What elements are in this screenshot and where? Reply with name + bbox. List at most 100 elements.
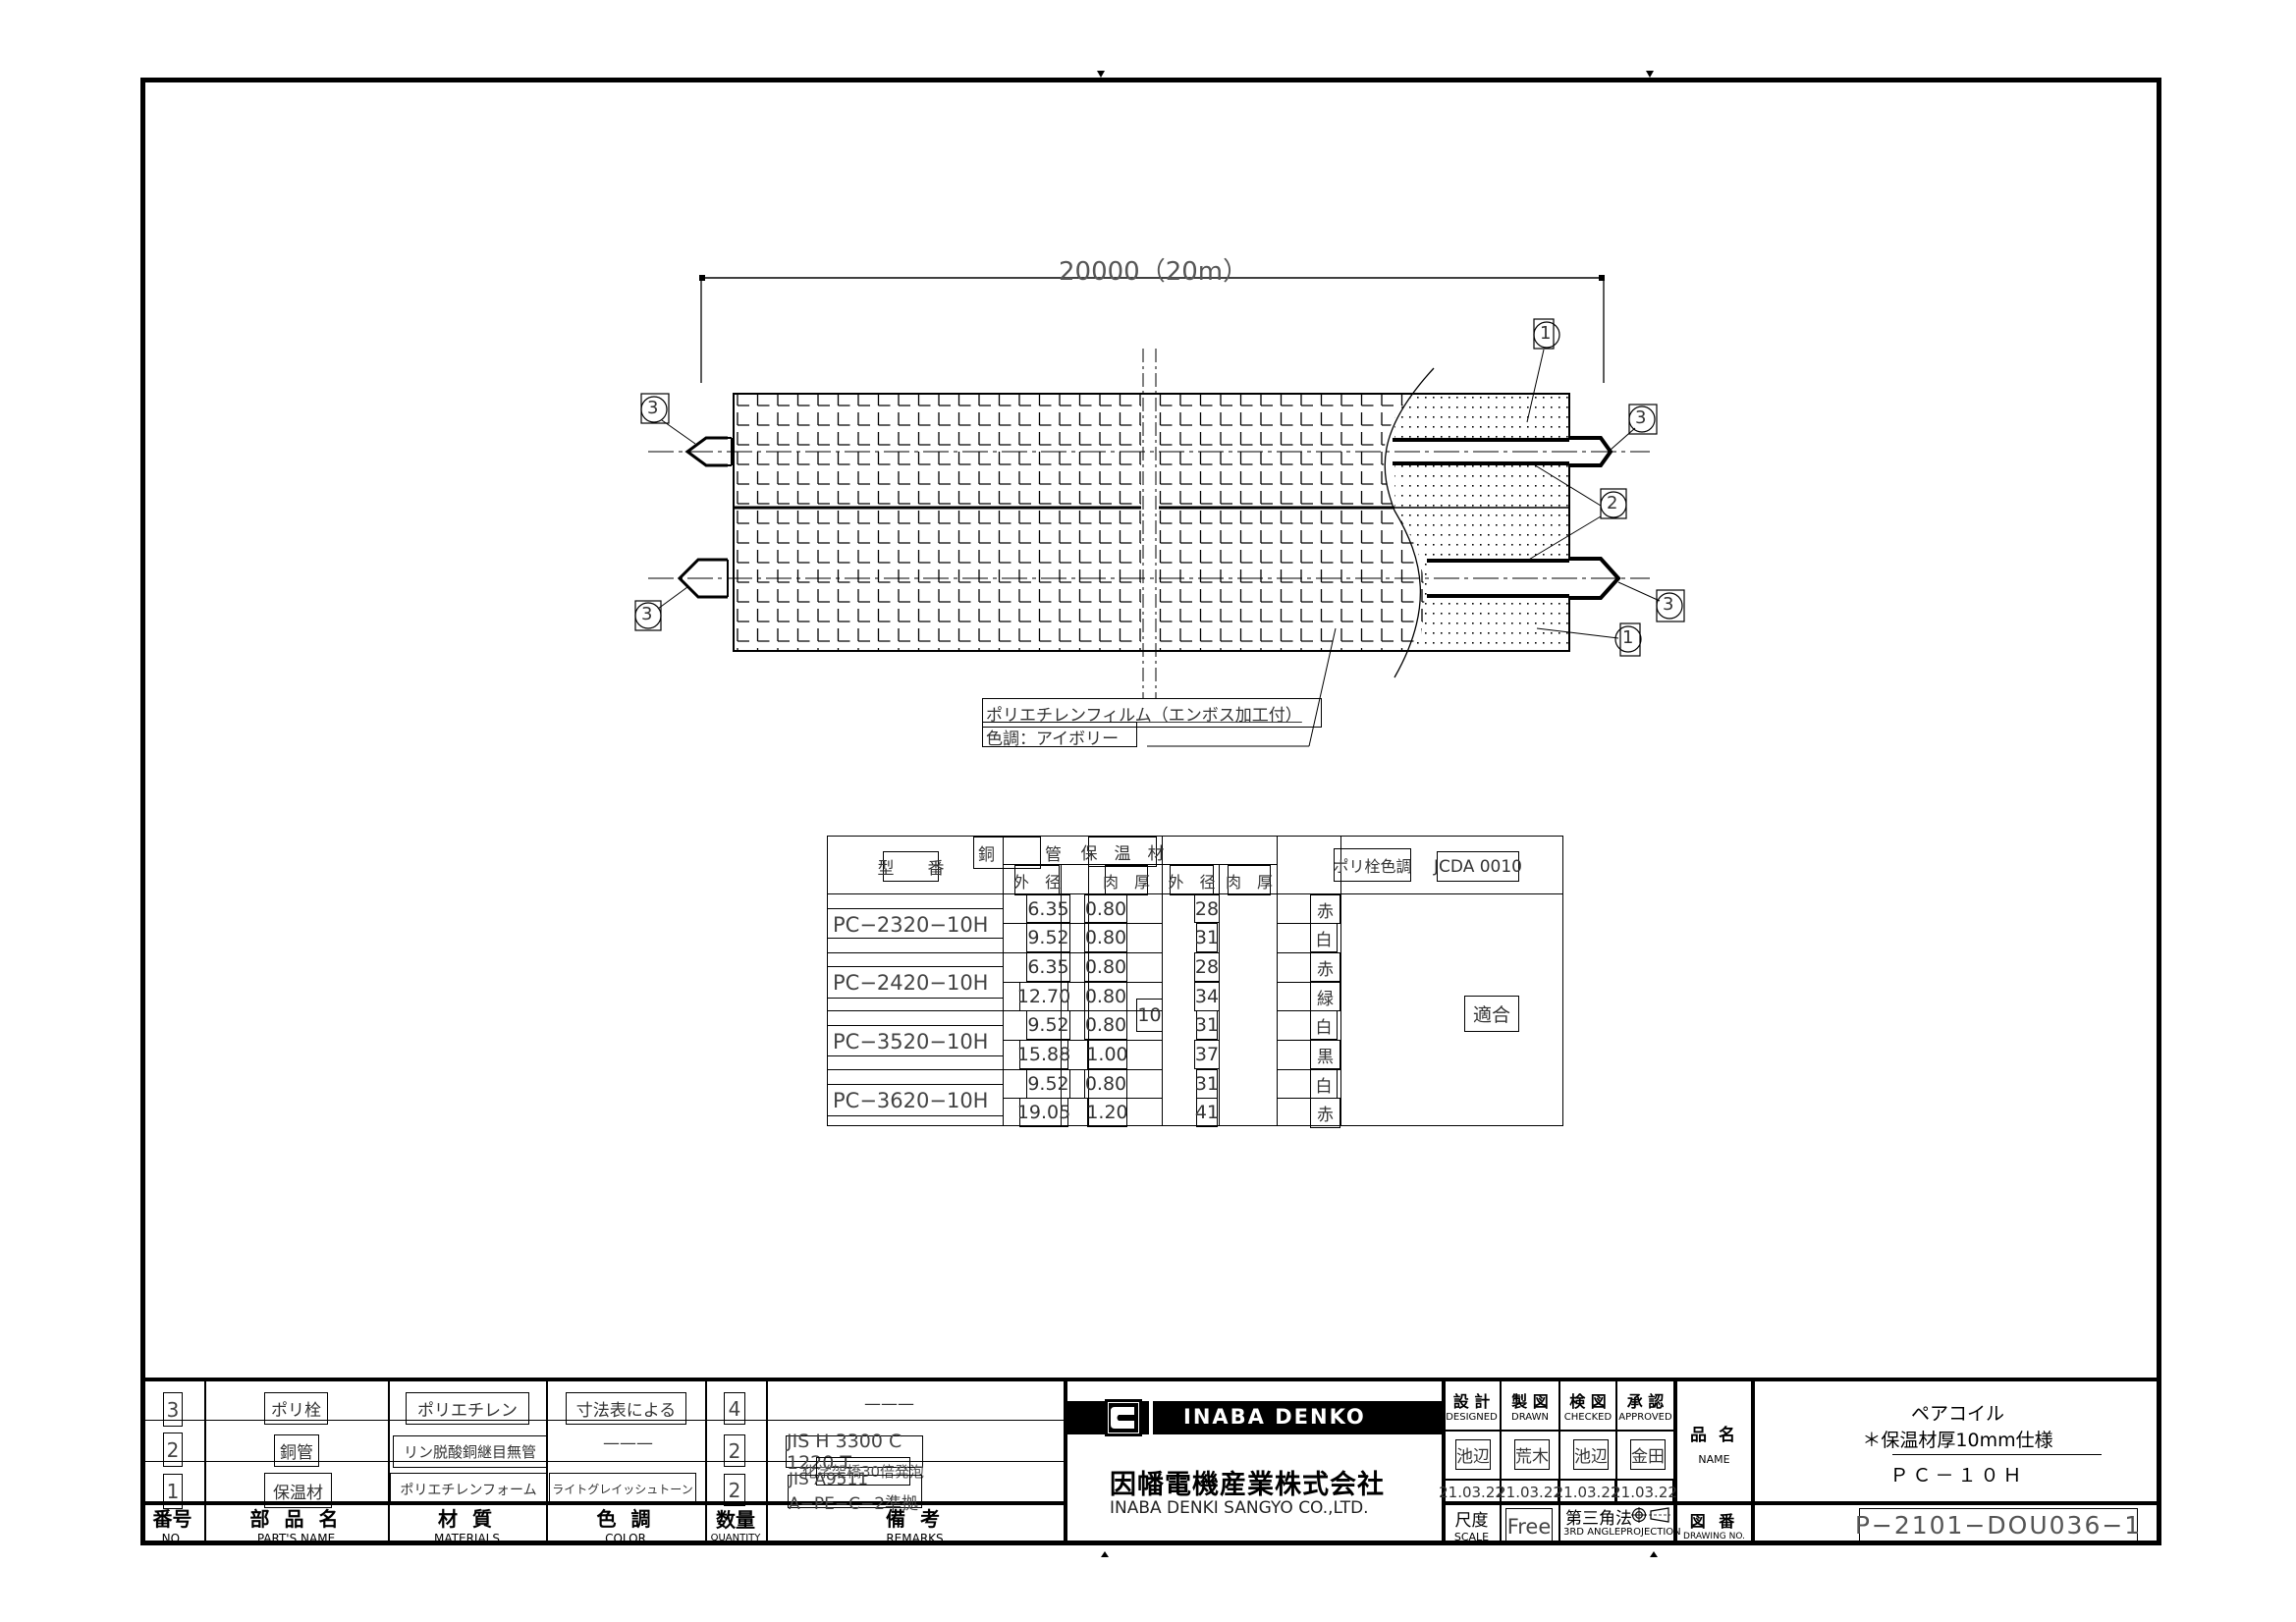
divider — [1277, 982, 1340, 983]
balloon-part-3: 3 — [641, 604, 653, 624]
label-designed-jp: 設 計 — [1452, 1391, 1491, 1411]
divider — [827, 1084, 1003, 1085]
divider — [1500, 1379, 1502, 1544]
product-name-line1: ペアコイル — [1910, 1403, 2004, 1425]
drawing-frame — [140, 78, 2161, 1545]
model-name: PC−3520−10H — [833, 1030, 989, 1054]
film-color-box — [982, 722, 1137, 747]
part-name: 銅管 — [274, 1434, 319, 1467]
divider — [1277, 923, 1340, 924]
divider — [1277, 952, 1340, 953]
insulation-thickness: 10 — [1136, 999, 1163, 1032]
label-drawing-no: 図 番 DRAWING NO. — [1677, 1505, 1751, 1544]
divider — [827, 1025, 1003, 1026]
plug-color: 白 — [1310, 923, 1338, 952]
part-color: 寸法表による — [566, 1392, 686, 1425]
part-no: 1 — [163, 1474, 183, 1509]
label-name: 品 名 NAME — [1677, 1414, 1751, 1473]
divider — [1277, 1040, 1340, 1041]
divider — [1277, 1010, 1340, 1011]
divider — [827, 1010, 1003, 1011]
header-pipe-thk: 肉 厚 — [1103, 865, 1150, 895]
plug-color: 緑 — [1310, 982, 1340, 1011]
header-color: 色 調 COLOR — [546, 1503, 705, 1545]
label-drawing-no-en: DRAWING NO. — [1683, 1532, 1745, 1541]
label-scale: 尺度 SCALE — [1444, 1505, 1500, 1544]
label-checked-jp: 検 図 — [1569, 1391, 1607, 1411]
divider — [827, 952, 1003, 953]
part-no: 3 — [163, 1392, 183, 1427]
divider — [766, 1379, 768, 1544]
label-checked: 検 図 CHECKED — [1560, 1381, 1615, 1429]
center-mark-bottom-left — [1101, 1551, 1109, 1557]
part-material: リン脱酸銅継目無管 — [393, 1435, 547, 1468]
header-part-name-jp: 部 品 名 — [249, 1506, 343, 1531]
pipe-od: 9.52 — [1026, 923, 1070, 952]
divider — [827, 1069, 1003, 1070]
header-color-en: COLOR — [605, 1531, 646, 1545]
header-remarks-en: REMARKS — [886, 1531, 944, 1545]
header-pipe-od: 外 径 — [1013, 865, 1061, 895]
header-color-jp: 色 調 — [596, 1506, 655, 1531]
balloon-part-3: 3 — [647, 398, 659, 418]
label-scale-en: SCALE — [1453, 1531, 1490, 1543]
label-approved-jp: 承 認 — [1626, 1391, 1665, 1411]
header-insulation: 保 温 材 — [1081, 837, 1165, 867]
divider — [1003, 1010, 1162, 1011]
label-approved: 承 認 APPROVED — [1617, 1381, 1673, 1429]
model-name: PC−2320−10H — [833, 913, 989, 937]
divider — [1442, 1501, 2161, 1505]
ins-od: 31 — [1195, 923, 1219, 952]
divider — [1003, 1069, 1162, 1070]
pipe-thickness: 0.80 — [1084, 923, 1127, 952]
divider — [1442, 1430, 1673, 1432]
company-name-en: INABA DENKI SANGYO CO.,LTD. — [1110, 1498, 1369, 1518]
header-materials-en: MATERIALS — [434, 1531, 500, 1545]
checked-date: 21.03.22 — [1555, 1480, 1619, 1504]
divider — [388, 1379, 390, 1544]
film-label: ポリエチレンフィルム（エンボス加工付） — [986, 706, 1302, 726]
part-no: 2 — [163, 1433, 183, 1467]
model-name: PC−3620−10H — [833, 1089, 989, 1112]
pipe-thickness: 0.80 — [1084, 982, 1127, 1011]
divider — [140, 1461, 1066, 1462]
label-drawn-jp: 製 図 — [1511, 1391, 1549, 1411]
part-material: ポリエチレンフォーム — [390, 1473, 547, 1505]
divider — [827, 893, 1563, 894]
divider — [1003, 1040, 1162, 1041]
header-ins-od: 外 径 — [1169, 865, 1216, 895]
divider — [140, 1501, 1066, 1505]
brand-separator — [1149, 1401, 1153, 1434]
header-ins-thk: 肉 厚 — [1226, 865, 1273, 895]
ins-od: 31 — [1195, 1010, 1219, 1040]
part-material: ポリエチレン — [406, 1392, 529, 1425]
product-name-line2: ＊保温材厚10mm仕様 — [1862, 1430, 2053, 1451]
drawing-number: P−2101−DOU036−1 — [1855, 1508, 2140, 1541]
header-part-name-en: PART'S NAME — [256, 1531, 336, 1545]
drafter-name: 荒木 — [1514, 1439, 1550, 1470]
ins-od: 37 — [1194, 1040, 1220, 1069]
part-color: ——— — [603, 1433, 653, 1453]
header-no-jp: 番号 — [152, 1506, 192, 1531]
drawn-date: 21.03.22 — [1497, 1480, 1562, 1504]
header-remarks-jp: 備 考 — [886, 1506, 944, 1531]
part-color: ライトグレイッシュトーン — [549, 1473, 696, 1505]
projection-box: 第三角法 3RD ANGLEPROJECTION — [1560, 1503, 1681, 1544]
product-code: ＰＣ－１０Ｈ — [1889, 1465, 2026, 1487]
divider — [1442, 1379, 1446, 1544]
label-drawn-en: DRAWN — [1511, 1411, 1549, 1423]
pipe-od: 12.70 — [1017, 982, 1070, 1011]
pipe-thickness: 1.00 — [1086, 1040, 1128, 1069]
plug-color: 白 — [1310, 1010, 1338, 1040]
header-part-name: 部 品 名 PART'S NAME — [204, 1503, 388, 1545]
divider — [546, 1379, 548, 1544]
ins-od: 41 — [1195, 1098, 1219, 1127]
center-mark-top-left — [1097, 71, 1105, 78]
projection-label-jp: 第三角法 — [1565, 1509, 1632, 1529]
designed-date: 21.03.22 — [1439, 1480, 1504, 1504]
header-no-en: NO. — [161, 1531, 184, 1545]
header-model: 型 番 — [878, 851, 945, 882]
divider — [1673, 1379, 1677, 1544]
approved-date: 21.03.22 — [1612, 1480, 1677, 1504]
